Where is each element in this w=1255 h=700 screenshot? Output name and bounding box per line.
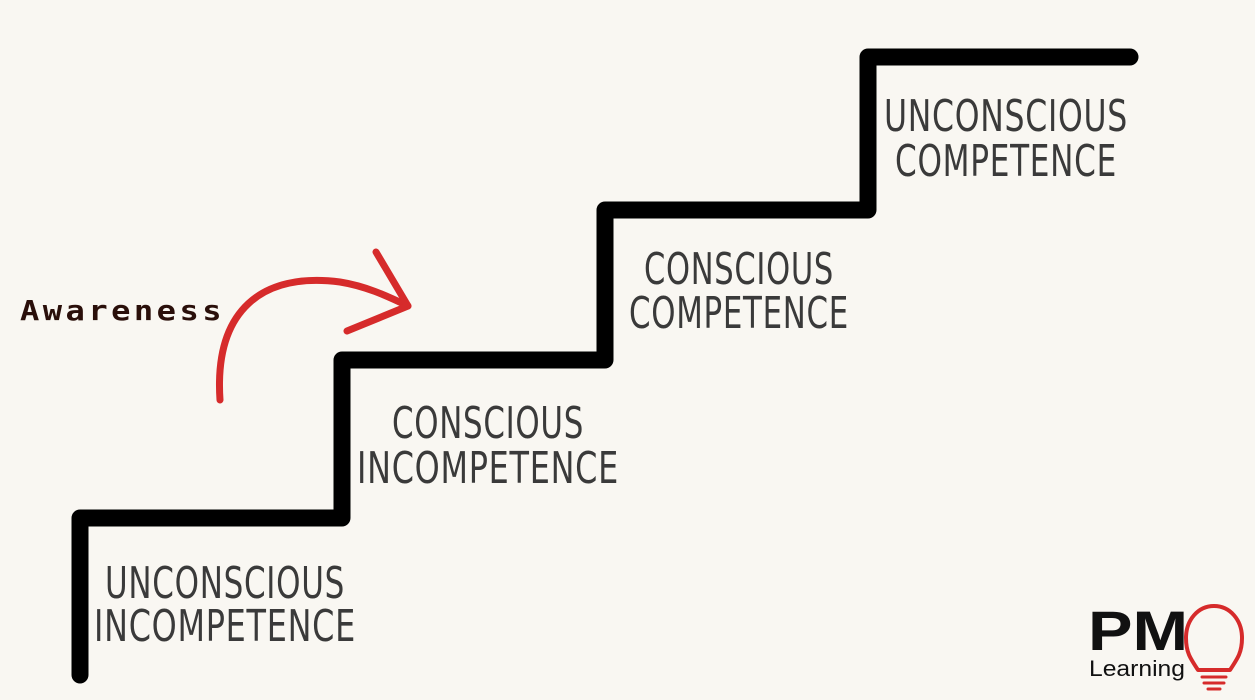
awareness-arrow xyxy=(216,248,412,404)
step-unconscious-incompetence: UNCONSCIOUS INCOMPETENCE xyxy=(94,558,356,652)
pmo-learning-logo: PMO Learning xyxy=(1088,599,1244,691)
awareness-label: Awareness xyxy=(20,294,225,327)
step-4-line-2: COMPETENCE xyxy=(895,136,1117,187)
step-2-line-1: CONSCIOUS xyxy=(392,398,584,449)
step-1-line-2: INCOMPETENCE xyxy=(94,601,356,652)
step-3-line-1: CONSCIOUS xyxy=(644,244,834,295)
step-2-line-2: INCOMPETENCE xyxy=(357,443,619,494)
awareness-arrow-head xyxy=(343,248,412,335)
step-3-line-2: COMPETENCE xyxy=(629,288,849,339)
step-4-line-1: UNCONSCIOUS xyxy=(884,91,1128,142)
lightbulb-icon xyxy=(1184,604,1244,691)
staircase-line xyxy=(71,48,1139,684)
logo-sub-text: Learning xyxy=(1089,656,1185,681)
awareness-arrow-curve xyxy=(216,277,412,404)
step-conscious-incompetence: CONSCIOUS INCOMPETENCE xyxy=(357,398,619,494)
step-1-line-1: UNCONSCIOUS xyxy=(105,558,345,609)
step-unconscious-competence: UNCONSCIOUS COMPETENCE xyxy=(884,91,1128,187)
step-conscious-competence: CONSCIOUS COMPETENCE xyxy=(629,244,849,339)
